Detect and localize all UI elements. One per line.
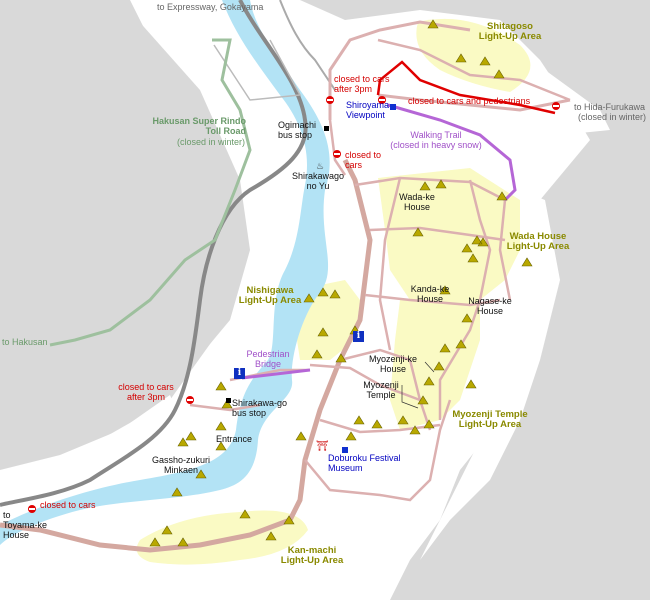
expressway-branch [279, 0, 336, 91]
expressway-edge [213, 39, 302, 101]
shitagoso-area-shape [416, 18, 531, 92]
doburoku-museum-label[interactable]: Doburoku Festival Museum [328, 453, 401, 473]
local-roads [189, 119, 512, 502]
southwest-closed-to-cars-label: closed to cars [40, 500, 96, 510]
main-road [0, 158, 373, 553]
info-icon[interactable]: i [353, 331, 364, 342]
restricted-road [376, 60, 556, 115]
no-entry-icon [326, 96, 334, 104]
shitagoso-area-label: Shitagoso Light-Up Area [478, 21, 542, 42]
wada-ke-label[interactable]: Wada-ke House [399, 192, 435, 212]
pedestrian-bridge-line [241, 368, 311, 380]
myozenji-temple-label[interactable]: Myozenji Temple [363, 380, 399, 400]
pedestrian-bridge-label: Pedestrian Bridge [246, 349, 290, 369]
shiroyama-viewpoint-label[interactable]: Shiroyama Viewpoint [346, 100, 390, 120]
valley-left-lobe [0, 0, 250, 450]
super-rindo-label: Hakusan Super Rindo Toll Road [152, 116, 246, 136]
to-expressway-label: to Expressway, Gokayama [157, 2, 264, 12]
closed-cars-pedestrians-label: closed to cars and pedestrians [408, 96, 531, 106]
myozenji-ke-pointer [424, 361, 435, 373]
river [0, 0, 330, 545]
bus-stop-icon [324, 126, 329, 131]
walking-trail-label: Walking Trail [410, 130, 462, 140]
no-entry-icon [186, 396, 194, 404]
gassho-minkaen-label[interactable]: Gassho-zukuri Minkaen [151, 455, 211, 475]
west-closed-after-3pm-label: closed to cars after 3pm [118, 382, 174, 402]
nishigawa-area-label: Nishigawa Light-Up Area [238, 285, 302, 306]
wada-area-label: Wada House Light-Up Area [506, 231, 570, 252]
closed-to-cars-center-label: closed to cars [345, 150, 382, 170]
bus-stop-icon [226, 398, 231, 403]
to-toyama-ke-label: to Toyama-ke House [3, 510, 48, 540]
road-to-hida [377, 93, 571, 112]
hida-closed-winter-label: (closed in winter) [578, 112, 647, 122]
no-entry-icon [28, 505, 36, 513]
museum-icon[interactable] [342, 447, 348, 453]
myozenji-ke-label[interactable]: Myozenji-ke House [368, 354, 418, 374]
walking-trail [387, 103, 517, 202]
super-rindo-closed-label: (closed in winter) [176, 137, 246, 147]
no-entry-icon [378, 96, 386, 104]
to-hida-furukawa-label: to Hida-Furukawa [574, 102, 646, 112]
national-route [0, 0, 308, 507]
super-rindo [49, 38, 252, 347]
info-icon[interactable]: i [234, 368, 245, 379]
shrine-icon: ⛩ [316, 441, 329, 452]
hot-spring-icon: ♨ [316, 161, 325, 171]
gassho-houses [149, 19, 533, 547]
valley-east [420, 170, 560, 560]
road-shitagoso [377, 38, 571, 102]
shirakawago-bus-stop-label[interactable]: Shirakawa-go bus stop [232, 398, 288, 418]
north-closed-after-3pm-label: closed to cars after 3pm [334, 74, 390, 94]
north-road [328, 20, 471, 120]
shirakawago-no-yu-label[interactable]: Shirakawago no Yu [291, 171, 345, 191]
kanmachi-area-label: Kan-machi Light-Up Area [280, 545, 344, 566]
myozenji-area-label: Myozenji Temple Light-Up Area [452, 409, 528, 430]
viewpoint-icon[interactable] [390, 104, 396, 110]
ogimachi-bus-stop-label[interactable]: Ogimachi bus stop [278, 120, 317, 140]
to-hakusan-label: to Hakusan [2, 337, 48, 347]
nagase-ke-label[interactable]: Nagase-ke House [468, 296, 512, 316]
kanmachi-area-shape [136, 510, 308, 565]
no-entry-icon [333, 150, 341, 158]
walking-trail-note-label: (closed in heavy snow) [390, 140, 482, 150]
no-entry-icon [552, 102, 560, 110]
myozenji-pointer [401, 385, 419, 409]
kanda-ke-label[interactable]: Kanda-ke House [410, 284, 450, 304]
entrance-label[interactable]: Entrance [216, 434, 253, 444]
